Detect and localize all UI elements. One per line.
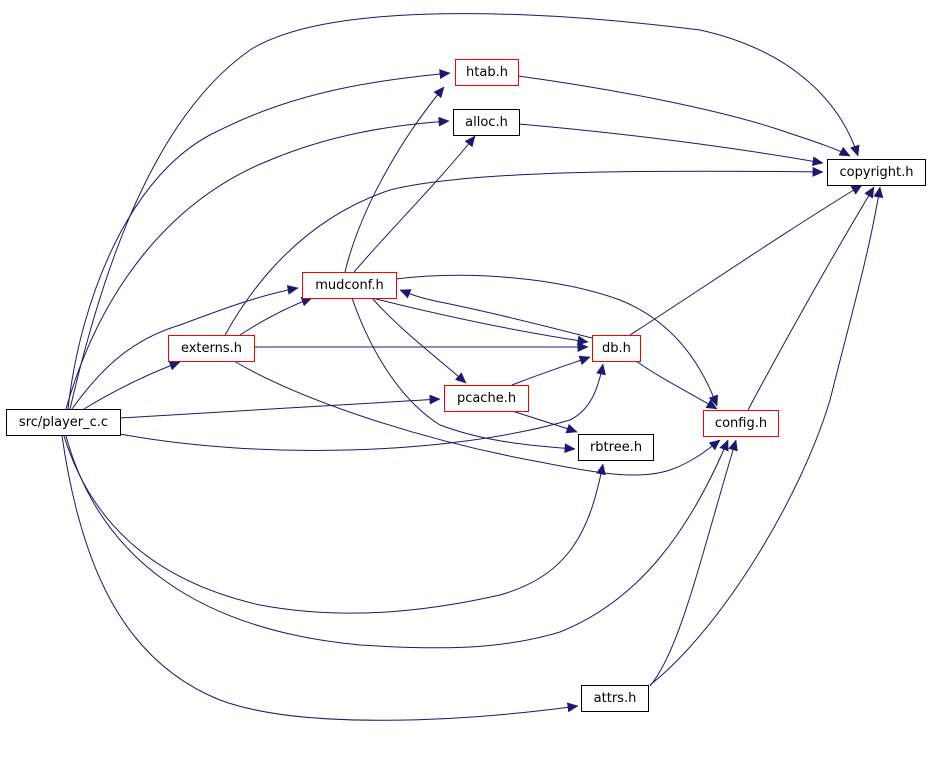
node-box-externs bbox=[168, 335, 255, 362]
nodes-layer: src/player_c.c externs.h mudconf.h htab.h al… bbox=[6, 59, 926, 712]
edge-player_c-to-externs bbox=[83, 360, 181, 410]
node-box-htab bbox=[455, 59, 519, 86]
node-box-player_c bbox=[6, 409, 121, 436]
edge-mudconf-to-pcache bbox=[371, 297, 467, 384]
edge-player_c-to-alloc bbox=[65, 116, 450, 410]
node-box-config bbox=[703, 410, 779, 437]
edge-mudconf-to-db bbox=[371, 297, 589, 346]
edge-mudconf-to-alloc bbox=[353, 135, 476, 273]
edge-pcache-to-rbtree bbox=[511, 410, 578, 434]
edge-externs-to-config bbox=[233, 360, 721, 476]
node-player_c[interactable]: src/player_c.c bbox=[6, 409, 121, 436]
node-box-pcache bbox=[444, 385, 529, 412]
edge-player_c-to-config bbox=[65, 435, 729, 649]
node-externs[interactable]: externs.h bbox=[168, 335, 255, 362]
edge-alloc-to-copyright bbox=[518, 123, 824, 167]
node-label-config: config.h bbox=[715, 416, 767, 431]
node-htab[interactable]: htab.h bbox=[455, 59, 519, 86]
node-alloc[interactable]: alloc.h bbox=[453, 109, 520, 136]
node-attrs[interactable]: attrs.h bbox=[581, 685, 649, 712]
node-box-attrs bbox=[581, 685, 649, 712]
node-label-pcache: pcache.h bbox=[457, 391, 516, 406]
edge-externs-to-copyright bbox=[224, 166, 824, 336]
edge-attrs-to-config bbox=[649, 439, 738, 687]
edge-player_c-to-attrs bbox=[61, 435, 579, 721]
edge-attrs-to-copyright bbox=[649, 186, 884, 686]
edge-player_c-to-mudconf bbox=[71, 285, 299, 410]
edge-config-to-copyright bbox=[747, 186, 875, 411]
node-box-db bbox=[592, 335, 641, 362]
node-label-attrs: attrs.h bbox=[594, 691, 637, 706]
node-mudconf[interactable]: mudconf.h bbox=[302, 272, 397, 299]
edge-db-to-copyright bbox=[629, 184, 863, 336]
edge-db-to-config bbox=[635, 360, 718, 410]
edge-mudconf-to-config bbox=[395, 274, 719, 407]
node-label-htab: htab.h bbox=[466, 65, 508, 80]
edge-player_c-to-copyright bbox=[69, 13, 860, 410]
node-label-player_c: src/player_c.c bbox=[19, 415, 108, 430]
edge-player_c-to-rbtree bbox=[63, 435, 606, 614]
node-box-rbtree bbox=[578, 434, 654, 461]
node-box-alloc bbox=[453, 109, 520, 136]
edge-externs-to-mudconf bbox=[239, 296, 313, 336]
node-box-copyright bbox=[827, 159, 926, 186]
node-label-db: db.h bbox=[602, 341, 631, 356]
edge-db-to-mudconf bbox=[399, 289, 593, 339]
node-pcache[interactable]: pcache.h bbox=[444, 385, 529, 412]
edge-player_c-to-pcache bbox=[119, 394, 441, 419]
edge-htab-to-copyright bbox=[517, 75, 851, 157]
edge-pcache-to-db bbox=[511, 355, 591, 386]
node-config[interactable]: config.h bbox=[703, 410, 779, 437]
edges-layer bbox=[61, 13, 884, 721]
node-label-mudconf: mudconf.h bbox=[315, 278, 384, 293]
node-copyright[interactable]: copyright.h bbox=[827, 159, 926, 186]
edge-player_c-to-db bbox=[119, 363, 606, 451]
node-label-externs: externs.h bbox=[181, 341, 242, 356]
edge-mudconf-to-rbtree bbox=[351, 297, 576, 454]
node-db[interactable]: db.h bbox=[592, 335, 641, 362]
node-label-rbtree: rbtree.h bbox=[590, 440, 642, 455]
node-label-copyright: copyright.h bbox=[840, 165, 914, 180]
node-rbtree[interactable]: rbtree.h bbox=[578, 434, 654, 461]
edge-player_c-to-htab bbox=[67, 69, 451, 410]
edge-mudconf-to-htab bbox=[344, 86, 445, 273]
node-label-alloc: alloc.h bbox=[465, 115, 508, 130]
node-box-mudconf bbox=[302, 272, 397, 299]
